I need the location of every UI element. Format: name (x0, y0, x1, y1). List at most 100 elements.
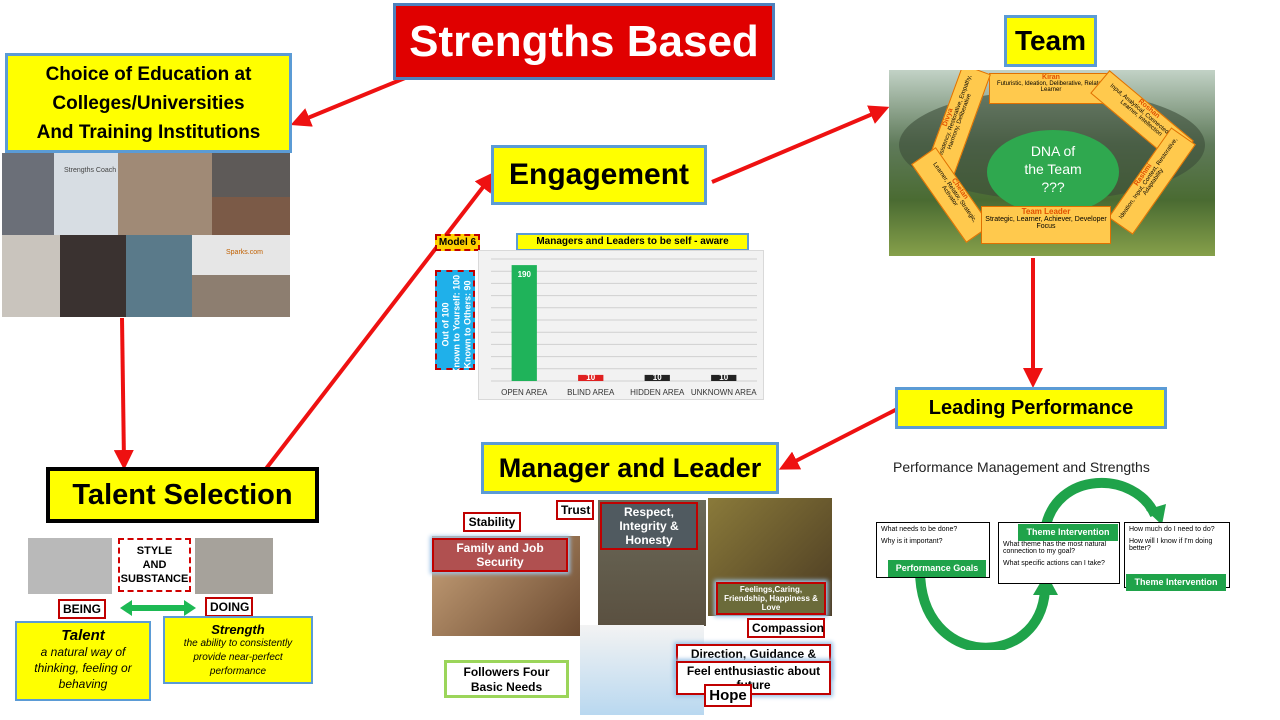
style-line-2: AND (142, 559, 167, 571)
measure-question-1: How much do I need to do? (1129, 526, 1215, 533)
chart-category-label: UNKNOWN AREA (691, 388, 757, 397)
arrow-talent-to-engagement (263, 171, 495, 472)
performance-cycle-arrows (915, 478, 1166, 650)
chart-category-label: HIDDEN AREA (630, 388, 685, 397)
leader-traits-2: Focus (1036, 223, 1056, 230)
team-title: Team (1014, 25, 1087, 56)
manager-leader-title: Manager and Leader (498, 452, 762, 483)
followers-needs-box: Followers Four Basic Needs (444, 660, 569, 698)
chart-value-label: 10 (653, 373, 662, 382)
photo-tile: Strengths Coach (54, 153, 118, 235)
double-arrow-icon (120, 600, 196, 616)
photo-tile (212, 197, 290, 235)
chart-side-label-2: Known to Yourself: 100 (451, 274, 462, 375)
title-box: Strengths Based (393, 3, 775, 80)
goals-question-2: Why is it important? (881, 538, 943, 545)
education-box: Choice of Education at Colleges/Universi… (5, 53, 292, 153)
arrow-engagement-to-team (711, 105, 890, 184)
performance-goals-label: Performance Goals (888, 560, 986, 577)
doing-label: DOING (205, 597, 253, 617)
leader-traits: Strategic, Learner, Achiever, Developer (985, 216, 1107, 223)
arrow-title-to-education (290, 76, 406, 127)
dna-line-1: DNA of (1030, 143, 1076, 159)
feelings-label: Feelings,Caring, Friendship, Happiness &… (716, 582, 826, 615)
photo-tile (118, 153, 212, 235)
chart-side-label-box: Out of 100 Known to Yourself: 100 Known … (435, 270, 475, 374)
page-title: Strengths Based (409, 16, 759, 66)
photo-tile (192, 275, 290, 317)
enthusiastic-label: Feel enthusiastic about future (676, 661, 831, 695)
dna-line-2: the Team (1024, 161, 1082, 177)
education-line-3: And Training Institutions (36, 121, 261, 143)
education-line-2: Colleges/Universities (52, 92, 245, 114)
performance-subtitle: Performance Management and Strengths (893, 459, 1150, 475)
trust-label: Trust (556, 500, 594, 520)
talent-selection-title: Talent Selection (72, 478, 293, 511)
style-substance-box: STYLE AND SUBSTANCE (118, 538, 191, 592)
chart-value-label: 190 (518, 270, 532, 279)
family-security-label: Family and Job Security (432, 538, 568, 572)
respect-label: Respect, Integrity & Honesty (600, 502, 698, 550)
photo-tile: Sparks.com (192, 235, 290, 275)
chart-title: Managers and Leaders to be self - aware (516, 233, 749, 251)
theme-question-1: What theme has the most natural connecti… (1003, 541, 1107, 555)
measure-question-2: How will I know if I'm doing better? (1129, 538, 1213, 552)
stability-label: Stability (463, 512, 521, 532)
arrow-education-to-talent (113, 317, 134, 470)
photo-tile (2, 153, 54, 235)
talent-definition-text: a natural way of thinking, feeling or be… (34, 645, 132, 691)
doing-photo (195, 538, 273, 594)
talent-definition-box: Talent a natural way of thinking, feelin… (15, 621, 151, 701)
measure-label: Theme Intervention (1126, 574, 1226, 591)
manager-leader-box: Manager and Leader (481, 442, 779, 494)
being-photo (28, 538, 112, 594)
being-label: BEING (58, 599, 106, 619)
photo-tile (2, 235, 60, 317)
leader-name: Team Leader (1021, 207, 1071, 216)
strength-definition-box: Strength the ability to consistently pro… (163, 616, 313, 684)
theme-intervention-label: Theme Intervention (1018, 524, 1118, 541)
chart-bar-hidden-area (644, 374, 670, 381)
kiran-traits: Futuristic, Ideation, Deliberative, Rela… (996, 81, 1106, 93)
leading-performance-title: Leading Performance (928, 396, 1134, 419)
chart-bar-open-area (511, 265, 537, 381)
chart-bar-unknown-area (711, 374, 737, 381)
strength-definition-text: the ability to consistently provide near… (183, 638, 293, 677)
engagement-title: Engagement (508, 158, 690, 191)
photo-logo-text: Sparks.com (226, 249, 263, 256)
chart-model-label: Model 6 (435, 234, 480, 251)
theme-question-2: What specific actions can I take? (1003, 560, 1105, 567)
kiran-name: Kiran (1042, 74, 1060, 81)
chart-side-label-text: Out of 100 Known to Yourself: 100 Known … (441, 275, 474, 375)
team-leader-box: Team Leader Strategic, Learner, Achiever… (981, 206, 1111, 244)
talent-selection-box: Talent Selection (46, 467, 319, 523)
chart-side-label-1: Out of 100 (440, 302, 451, 347)
goals-question-1: What needs to be done? (881, 526, 958, 533)
arrow-performance-to-manager (778, 403, 906, 470)
education-line-1: Choice of Education at (45, 63, 252, 85)
hope-label: Hope (704, 684, 752, 707)
education-photo-collage: Strengths Coach Sparks.com (2, 153, 290, 317)
team-tree-image: DNA of the Team ??? Kiran Futuristic, Id… (889, 70, 1215, 256)
chart-value-label: 10 (719, 373, 728, 382)
team-box: Team (1004, 15, 1097, 67)
chart-category-label: BLIND AREA (567, 388, 615, 397)
photo-tile (126, 235, 192, 317)
dna-line-3: ??? (1041, 179, 1065, 195)
chart-category-label: OPEN AREA (501, 388, 548, 397)
style-line-3: SUBSTANCE (120, 573, 189, 585)
leading-performance-box: Leading Performance (895, 387, 1167, 429)
photo-caption: Strengths Coach (64, 167, 117, 174)
photo-tile (212, 153, 290, 197)
chart-bar-blind-area (578, 374, 604, 381)
compassion-label: Compassion (747, 618, 825, 638)
photo-tile (60, 235, 126, 317)
talent-definition-title: Talent (61, 627, 105, 644)
engagement-box: Engagement (491, 145, 707, 205)
chart-value-label: 10 (586, 373, 595, 382)
style-line-1: STYLE (136, 545, 173, 557)
chart-side-label-3: Known to Others: 90 (462, 280, 473, 369)
strength-definition-title: Strength (211, 622, 265, 637)
